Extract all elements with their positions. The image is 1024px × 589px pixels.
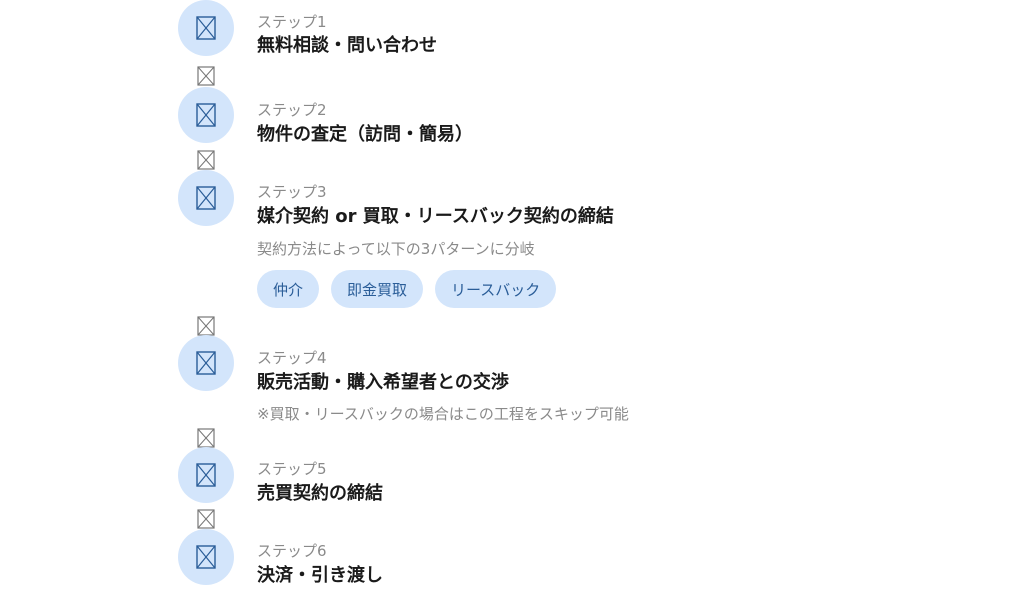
step-2-label: ステップ2	[257, 101, 327, 119]
broken-image-icon	[197, 66, 215, 86]
step-4-note: ※買取・リースバックの場合はこの工程をスキップ可能	[257, 405, 629, 423]
step-4-icon-circle	[178, 335, 234, 391]
broken-image-icon	[196, 463, 216, 487]
step-6-title: 決済・引き渡し	[257, 565, 383, 586]
step-3-icon-circle	[178, 170, 234, 226]
step-1-icon-circle	[178, 0, 234, 56]
option-chip-instant-purchase[interactable]: 即金買取	[331, 270, 424, 308]
step-4-title: 販売活動・購入希望者との交渉	[257, 372, 509, 393]
step-3-label: ステップ3	[257, 183, 327, 201]
broken-image-icon	[196, 545, 216, 569]
option-chip-brokerage[interactable]: 仲介	[257, 270, 320, 308]
option-chip-leaseback[interactable]: リースバック	[435, 270, 557, 308]
broken-image-icon	[196, 16, 216, 40]
step-2-icon-circle	[178, 87, 234, 143]
broken-image-icon	[196, 351, 216, 375]
step-1-title: 無料相談・問い合わせ	[257, 35, 437, 56]
broken-image-icon	[196, 186, 216, 210]
step-2-title: 物件の査定（訪問・簡易）	[257, 124, 473, 145]
connector-3-4	[196, 316, 216, 336]
step-4-label: ステップ4	[257, 349, 327, 367]
broken-image-icon	[197, 316, 215, 336]
step-3-title: 媒介契約 or 買取・リースバック契約の締結	[257, 206, 614, 227]
contract-options: 仲介 即金買取 リースバック	[257, 270, 557, 308]
step-5-icon-circle	[178, 447, 234, 503]
broken-image-icon	[196, 103, 216, 127]
connector-1-2	[196, 66, 216, 86]
step-5-label: ステップ5	[257, 460, 327, 478]
connector-4-5	[196, 428, 216, 448]
broken-image-icon	[197, 150, 215, 170]
connector-2-3	[196, 150, 216, 170]
connector-5-6	[196, 509, 216, 529]
step-1-label: ステップ1	[257, 13, 327, 31]
broken-image-icon	[197, 428, 215, 448]
step-5-title: 売買契約の締結	[257, 483, 383, 504]
broken-image-icon	[197, 509, 215, 529]
step-3-note: 契約方法によって以下の3パターンに分岐	[257, 240, 535, 258]
step-6-label: ステップ6	[257, 542, 327, 560]
step-6-icon-circle	[178, 529, 234, 585]
